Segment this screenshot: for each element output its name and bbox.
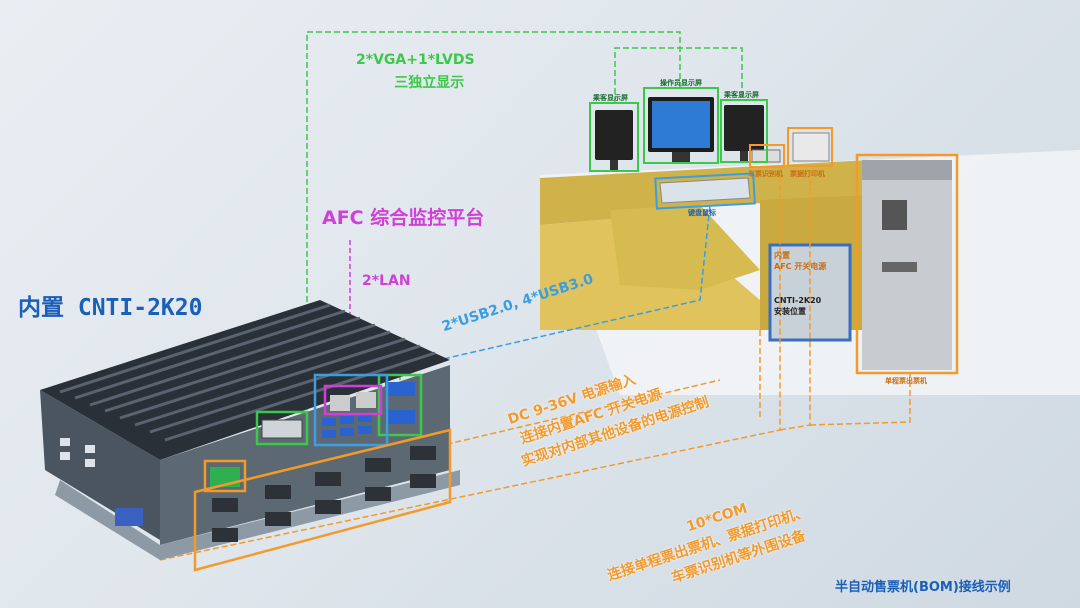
cabinet-label-line4: 安装位置 — [774, 306, 821, 317]
cnti-2k20-device — [40, 300, 460, 560]
cabinet-label-line2: AFC 开关电源 — [774, 261, 826, 272]
monitor-left-label: 乘客显示屏 — [593, 93, 628, 103]
lan-label: 2*LAN — [362, 273, 411, 289]
caption: 半自动售票机(BOM)接线示例 — [835, 576, 1011, 595]
cabinet-label-line1: 内置 — [774, 250, 826, 261]
monitor-left — [595, 110, 633, 170]
printer-label: 票据打印机 — [790, 169, 825, 179]
monitor-right-label: 乘客显示屏 — [724, 90, 759, 100]
display-label: 2*VGA+1*LVDS 三独立显示 — [356, 52, 475, 92]
monitor-center — [648, 97, 714, 162]
platform-label: AFC 综合监控平台 — [322, 203, 484, 230]
monitor-center-label: 操作员显示屏 — [660, 78, 702, 88]
keyboard-label: 键盘鼠标 — [688, 208, 716, 218]
cabinet-label: 内置 AFC 开关电源 — [774, 250, 826, 272]
cabinet-label-line3: CNTI-2K20 — [774, 295, 821, 306]
device-title: 内置 CNTI-2K20 — [18, 288, 202, 322]
ticket-machine-label: 单程票出票机 — [885, 376, 927, 386]
reader-label: 车票识别机 — [748, 169, 783, 179]
display-label-line1: 2*VGA+1*LVDS — [356, 52, 475, 68]
cabinet-install-label: CNTI-2K20 安装位置 — [774, 295, 821, 317]
display-label-line2: 三独立显示 — [356, 72, 475, 92]
